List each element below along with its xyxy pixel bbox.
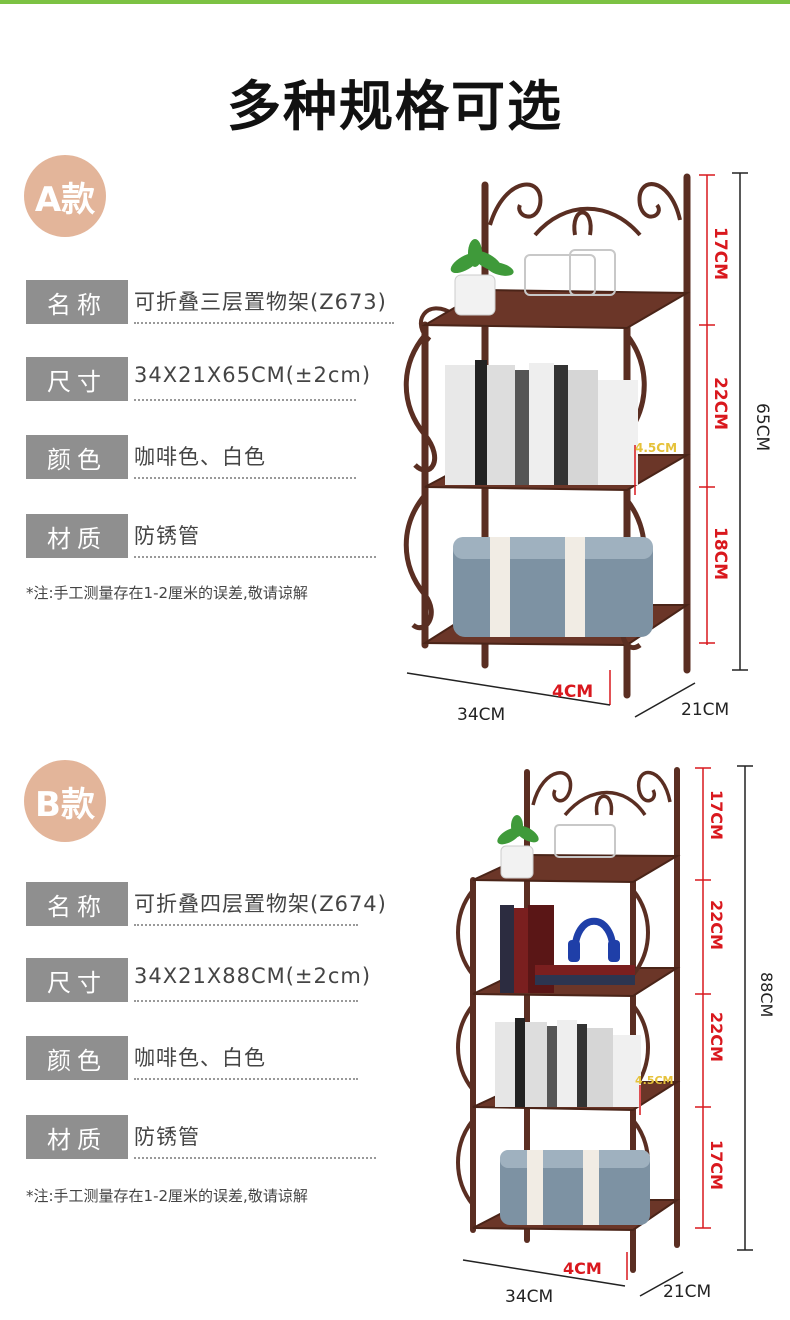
leg-height-label: 4CM: [563, 1259, 602, 1278]
variant-b-badge: B款: [24, 760, 106, 842]
spec-label: 材质: [26, 514, 128, 558]
spec-value: 咖啡色、白色: [134, 1046, 266, 1070]
dimension-lines: [626, 767, 711, 1280]
book-row: [445, 360, 638, 485]
depth-label: 21CM: [663, 1282, 711, 1302]
dotted-underline: [134, 556, 376, 558]
dotted-underline: [134, 399, 356, 401]
spec-label: 名称: [26, 882, 128, 926]
dotted-underline: [134, 322, 394, 324]
lip-height-label: 4.5CM: [635, 441, 677, 455]
gap-top-label: 17CM: [710, 227, 730, 280]
spec-value: 防锈管: [134, 524, 200, 548]
headphones: [568, 917, 620, 962]
dimension-lines: [609, 174, 715, 705]
glass-decor: [524, 249, 616, 296]
dotted-underline: [134, 477, 356, 479]
plant-leaves: [497, 815, 539, 845]
variant-a-shelf-illustration: 17CM 22CM 18CM 65CM 34CM 21CM 4CM 4.5CM: [403, 172, 772, 725]
plant-pot: [454, 274, 496, 316]
spec-value: 34X21X88CM(±2cm): [134, 964, 372, 988]
top-accent-bar: [0, 0, 790, 4]
overall-height-label: 88CM: [757, 972, 776, 1017]
plant-leaves: [450, 239, 514, 276]
dotted-underline: [134, 1157, 376, 1159]
depth-label: 21CM: [681, 700, 729, 720]
gap-1-label: 17CM: [707, 790, 726, 840]
width-label: 34CM: [505, 1287, 553, 1307]
leg-height-label: 4CM: [552, 682, 593, 702]
gap-bottom-label: 18CM: [710, 527, 730, 580]
overall-height-label: 65CM: [752, 403, 772, 451]
spec-label: 尺寸: [26, 357, 128, 401]
variant-b-measurement-note: *注:手工测量存在1-2厘米的误差,敬请谅解: [26, 1187, 308, 1205]
dotted-underline: [134, 1000, 358, 1002]
spec-value: 可折叠四层置物架(Z674): [134, 892, 387, 916]
dotted-underline: [134, 1078, 358, 1080]
overall-dimension-lines: [406, 172, 748, 718]
spec-label: 名称: [26, 280, 128, 324]
width-label: 34CM: [457, 705, 505, 725]
plant-pot: [500, 845, 534, 879]
glass-decor: [554, 824, 616, 858]
gap-3-label: 22CM: [707, 1012, 726, 1062]
variant-a-measurement-note: *注:手工测量存在1-2厘米的误差,敬请谅解: [26, 584, 308, 602]
storage-box: [500, 1150, 650, 1225]
spec-value: 防锈管: [134, 1125, 200, 1149]
gap-2-label: 22CM: [707, 900, 726, 950]
gap-4-label: 17CM: [707, 1140, 726, 1190]
storage-box: [453, 537, 653, 637]
spec-label: 材质: [26, 1115, 128, 1159]
spec-value: 可折叠三层置物架(Z673): [134, 290, 387, 314]
book-stack: [500, 905, 635, 993]
book-row: [495, 1018, 641, 1107]
dotted-underline: [134, 924, 358, 926]
spec-label: 颜色: [26, 435, 128, 479]
lip-height-label: 4.5CM: [635, 1074, 674, 1087]
overall-dimension-lines: [462, 765, 753, 1297]
variant-a-badge: A款: [24, 155, 106, 237]
variant-b-shelf-illustration: 17CM 22CM 22CM 17CM 88CM 34CM 21CM 4CM 4…: [456, 765, 776, 1307]
spec-label: 尺寸: [26, 958, 128, 1002]
gap-middle-label: 22CM: [710, 377, 730, 430]
spec-value: 咖啡色、白色: [134, 445, 266, 469]
spec-value: 34X21X65CM(±2cm): [134, 363, 372, 387]
spec-label: 颜色: [26, 1036, 128, 1080]
page-title: 多种规格可选: [227, 75, 563, 138]
